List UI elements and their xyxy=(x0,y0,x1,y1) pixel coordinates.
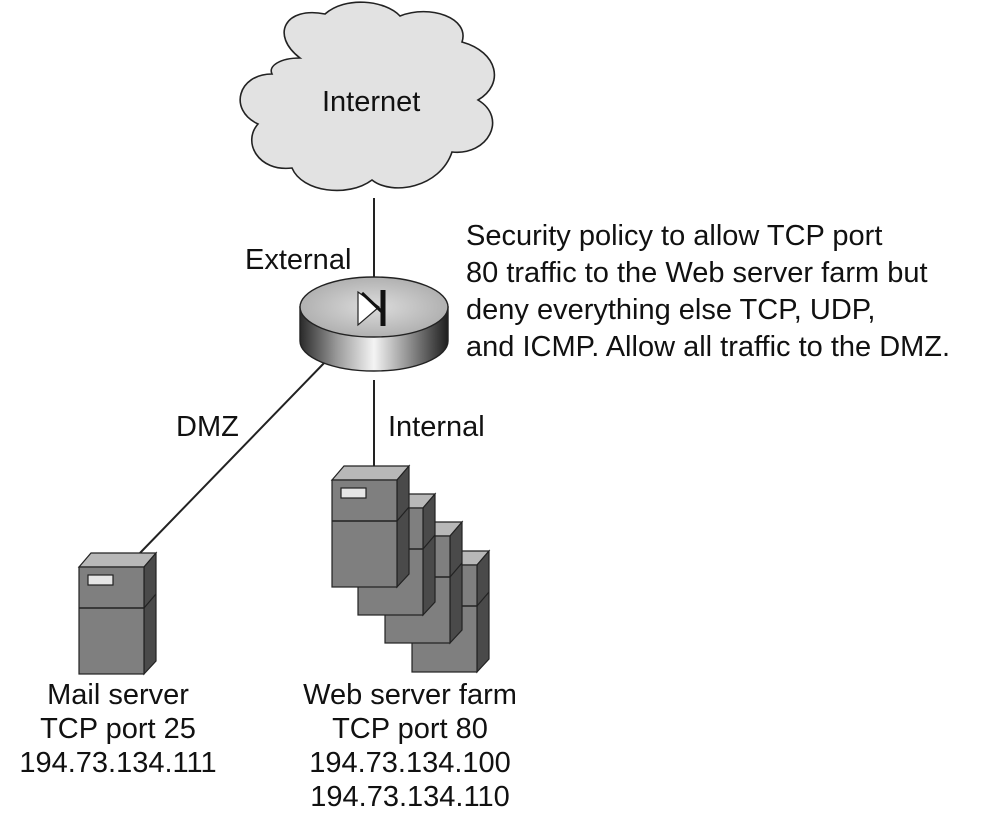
mail-server-name: Mail server xyxy=(47,679,189,711)
firewall-router-icon xyxy=(299,276,449,372)
policy-line: 80 traffic to the Web server farm but xyxy=(466,257,928,289)
dmz-interface-label: DMZ xyxy=(176,411,239,443)
web-server-farm-icon xyxy=(331,465,490,673)
mail-server-ip: 194.73.134.111 xyxy=(19,747,217,779)
web-farm-port: TCP port 80 xyxy=(332,713,488,745)
web-farm-name: Web server farm xyxy=(303,679,517,711)
policy-line: and ICMP. Allow all traffic to the DMZ. xyxy=(466,331,951,363)
web-farm-ip-end: 194.73.134.110 xyxy=(310,781,510,813)
web-farm-ip-start: 194.73.134.100 xyxy=(309,747,511,779)
link-dmz-mail xyxy=(139,359,328,554)
internal-interface-label: Internal xyxy=(388,411,485,443)
mail-server-icon xyxy=(78,552,157,675)
security-policy-note: Security policy to allow TCP port 80 tra… xyxy=(466,218,950,366)
mail-server-port: TCP port 25 xyxy=(40,713,196,745)
web-farm-caption: Web server farm TCP port 80 194.73.134.1… xyxy=(282,678,538,814)
policy-line: Security policy to allow TCP port xyxy=(466,220,883,252)
policy-line: deny everything else TCP, UDP, xyxy=(466,294,876,326)
mail-server-caption: Mail server TCP port 25 194.73.134.111 xyxy=(0,678,236,780)
internet-cloud-icon xyxy=(239,1,496,192)
external-interface-label: External xyxy=(245,244,352,276)
internet-label: Internet xyxy=(322,86,421,118)
